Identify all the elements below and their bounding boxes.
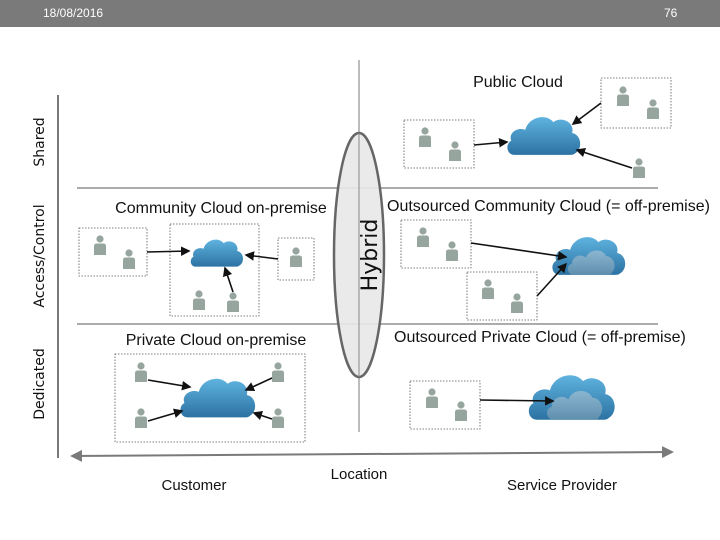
person-icon: [419, 127, 431, 147]
slide-date: 18/08/2016: [43, 6, 104, 20]
quadrant-public-cloud: Public Cloud: [403, 74, 672, 178]
user-group-box: [600, 77, 672, 129]
outsourced-private-title: Outsourced Private Cloud (= off-premise): [394, 329, 686, 346]
person-icon: [647, 99, 659, 119]
user-group-box: [169, 223, 260, 317]
connection-arrow: [536, 262, 568, 297]
person-icon: [94, 235, 106, 255]
y-label-access-control: Access/Control: [32, 204, 48, 307]
person-icon: [272, 408, 284, 428]
outsourced-community-title: Outsourced Community Cloud (= off-premis…: [387, 198, 710, 215]
slide-header: 18/08/2016 76: [0, 0, 720, 27]
person-icon: [455, 401, 467, 421]
user-group-box: [403, 119, 475, 169]
person-icon: [123, 249, 135, 269]
person-icon: [426, 388, 438, 408]
person-icon: [135, 408, 147, 428]
person-icon: [272, 362, 284, 382]
cloud-icon: [528, 375, 615, 420]
quadrant-private-on-premise: Private Cloud on-premise: [114, 332, 307, 443]
community-on-premise-title: Community Cloud on-premise: [115, 200, 327, 217]
connection-arrow: [575, 147, 633, 169]
person-icon: [511, 293, 523, 313]
x-label-service-provider: Service Provider: [507, 477, 617, 494]
connection-arrow: [473, 137, 509, 148]
private-on-premise-title: Private Cloud on-premise: [126, 332, 307, 349]
connection-arrow: [147, 408, 184, 422]
hybrid-label: Hybrid: [358, 219, 383, 292]
person-icon: [482, 279, 494, 299]
x-label-location: Location: [331, 466, 388, 483]
slide-page-number: 76: [664, 6, 678, 20]
cloud-icon: [180, 378, 256, 418]
connection-arrow: [244, 251, 279, 261]
person-icon: [290, 247, 302, 267]
user-group-box: [409, 380, 481, 430]
y-label-dedicated: Dedicated: [32, 348, 48, 419]
person-icon: [227, 292, 239, 312]
connection-arrow: [147, 379, 192, 391]
quadrant-outsourced-community: Outsourced Community Cloud (= off-premis…: [387, 198, 710, 321]
cloud-icon: [507, 117, 581, 155]
public-cloud-title: Public Cloud: [473, 74, 563, 91]
quadrant-outsourced-private: Outsourced Private Cloud (= off-premise): [394, 329, 686, 430]
x-label-customer: Customer: [161, 477, 226, 494]
cloud-icon: [190, 239, 243, 267]
person-icon: [633, 158, 645, 178]
user-group-box: [114, 353, 306, 443]
quadrant-community-on-premise: Community Cloud on-premise: [78, 200, 327, 317]
person-icon: [446, 241, 458, 261]
user-group-box: [400, 219, 472, 269]
person-icon: [617, 86, 629, 106]
connection-arrow: [571, 102, 602, 125]
person-icon: [449, 141, 461, 161]
person-icon: [193, 290, 205, 310]
connection-arrow: [146, 246, 191, 256]
person-icon: [417, 227, 429, 247]
person-icon: [135, 362, 147, 382]
connection-arrow: [222, 266, 234, 293]
user-group-box: [466, 271, 538, 321]
x-axis: [70, 446, 674, 462]
connection-arrow: [244, 377, 273, 392]
connection-arrow: [470, 242, 568, 261]
y-label-shared: Shared: [32, 117, 48, 166]
user-group-box: [78, 227, 148, 277]
connection-arrow: [479, 396, 555, 406]
connection-arrow: [252, 410, 273, 421]
